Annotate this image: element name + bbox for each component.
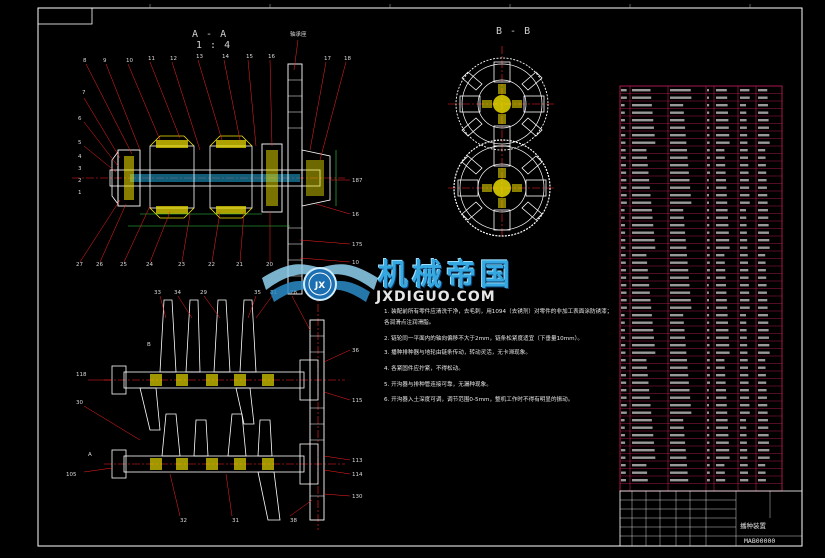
note-line: 6. 开沟器入土深度可调，调节范围0-5mm，整机工作时不得有明显的振动。 <box>384 397 574 403</box>
svg-text:115: 115 <box>352 398 363 404</box>
main-shaft <box>109 169 321 187</box>
svg-text:22: 22 <box>208 262 215 268</box>
note-line: 1. 装配前所有零件应清洗干净，去毛刺，用1094（去锈剂）对零件的非加工表面涂… <box>384 309 613 315</box>
lower-seed-plate <box>453 139 551 237</box>
svg-text:3: 3 <box>78 166 82 172</box>
lower-shaft-row <box>123 455 305 473</box>
svg-text:10: 10 <box>126 58 133 64</box>
svg-text:118: 118 <box>76 372 87 378</box>
upper-seed-plate <box>455 57 549 151</box>
svg-text:26: 26 <box>96 262 103 268</box>
svg-text:20: 20 <box>266 262 273 268</box>
title-block <box>619 490 803 547</box>
svg-text:24: 24 <box>146 262 153 268</box>
svg-text:15: 15 <box>246 54 253 60</box>
svg-text:29: 29 <box>200 290 207 296</box>
svg-text:35: 35 <box>254 290 261 296</box>
svg-text:34: 34 <box>174 290 181 296</box>
svg-text:8: 8 <box>83 58 87 64</box>
watermark-brand-cn: 机械帝国 <box>378 258 514 293</box>
svg-text:11: 11 <box>148 56 155 62</box>
svg-text:27: 27 <box>76 262 83 268</box>
frame-zone-ticks <box>149 4 751 8</box>
view-bb-label: B - B <box>496 26 532 37</box>
svg-text:33: 33 <box>154 290 161 296</box>
note-line: 4. 各紧固件应拧紧，不得松动。 <box>384 366 464 372</box>
svg-text:105: 105 <box>66 472 77 478</box>
svg-text:10: 10 <box>352 260 359 266</box>
svg-text:17: 17 <box>324 56 331 62</box>
note-line: 3. 播种排种器与地轮由链条传动，转动灵活，无卡滞现象。 <box>384 350 531 356</box>
svg-text:114: 114 <box>352 472 363 478</box>
svg-text:轴承座: 轴承座 <box>290 30 307 38</box>
svg-text:113: 113 <box>352 458 363 464</box>
svg-text:32: 32 <box>180 518 187 524</box>
note-line: 5. 开沟器与排种管连接可靠，无漏种现象。 <box>384 382 492 388</box>
svg-text:A: A <box>88 452 92 458</box>
svg-text:4: 4 <box>78 154 82 160</box>
svg-text:187: 187 <box>352 178 363 184</box>
drawing-title: 播种装置 <box>740 522 766 530</box>
svg-text:13: 13 <box>196 54 203 60</box>
drawing-frame <box>37 7 803 547</box>
svg-text:2: 2 <box>78 178 82 184</box>
svg-text:23: 23 <box>178 262 185 268</box>
svg-text:7: 7 <box>82 90 86 96</box>
watermark-logo-letters: JX <box>314 281 325 291</box>
leader-lines-aa <box>79 39 351 263</box>
svg-text:36: 36 <box>352 348 359 354</box>
svg-text:175: 175 <box>352 242 363 248</box>
shaft-core <box>130 174 300 182</box>
plan-view: 118 30 105 33 34 29 35 31 28 36 115 113 114 130 32 3… <box>66 290 363 530</box>
svg-text:38: 38 <box>290 518 297 524</box>
watermark-emblem: JX <box>262 264 378 302</box>
svg-text:28: 28 <box>290 290 297 296</box>
drawing-number: MAB00000 <box>744 537 776 545</box>
svg-text:16: 16 <box>352 212 359 218</box>
svg-text:6: 6 <box>78 116 82 122</box>
drive-wheel <box>309 319 325 521</box>
svg-text:16: 16 <box>268 54 275 60</box>
leader-lines-plan <box>83 295 351 517</box>
svg-text:130: 130 <box>352 494 363 500</box>
plan-balloon-numbers: 118 30 105 33 34 29 35 31 28 36 115 113 114 130 32 3… <box>66 290 363 524</box>
svg-text:9: 9 <box>103 58 107 64</box>
svg-text:25: 25 <box>120 262 127 268</box>
svg-text:30: 30 <box>76 400 83 406</box>
svg-text:31: 31 <box>232 518 239 524</box>
svg-text:B: B <box>147 342 151 348</box>
watermark-brand-en: JXDIGUO.COM <box>376 289 496 305</box>
svg-text:18: 18 <box>344 56 351 62</box>
section-bb-view <box>448 46 556 237</box>
svg-text:12: 12 <box>170 56 177 62</box>
svg-text:21: 21 <box>236 262 243 268</box>
note-line: 各润滑点注润滑脂。 <box>384 320 435 326</box>
svg-text:1: 1 <box>78 190 82 196</box>
bill-of-materials <box>619 85 783 492</box>
view-aa-scale: 1 : 4 <box>196 40 232 51</box>
note-line: 2. 链轮同一平面内的轴向偏移不大于2mm，链条松紧度适宜（下垂量10mm）。 <box>384 336 584 342</box>
frame-top-tab <box>37 7 93 25</box>
svg-text:5: 5 <box>78 140 82 146</box>
svg-text:14: 14 <box>222 54 229 60</box>
view-aa-label: A - A <box>192 29 228 40</box>
